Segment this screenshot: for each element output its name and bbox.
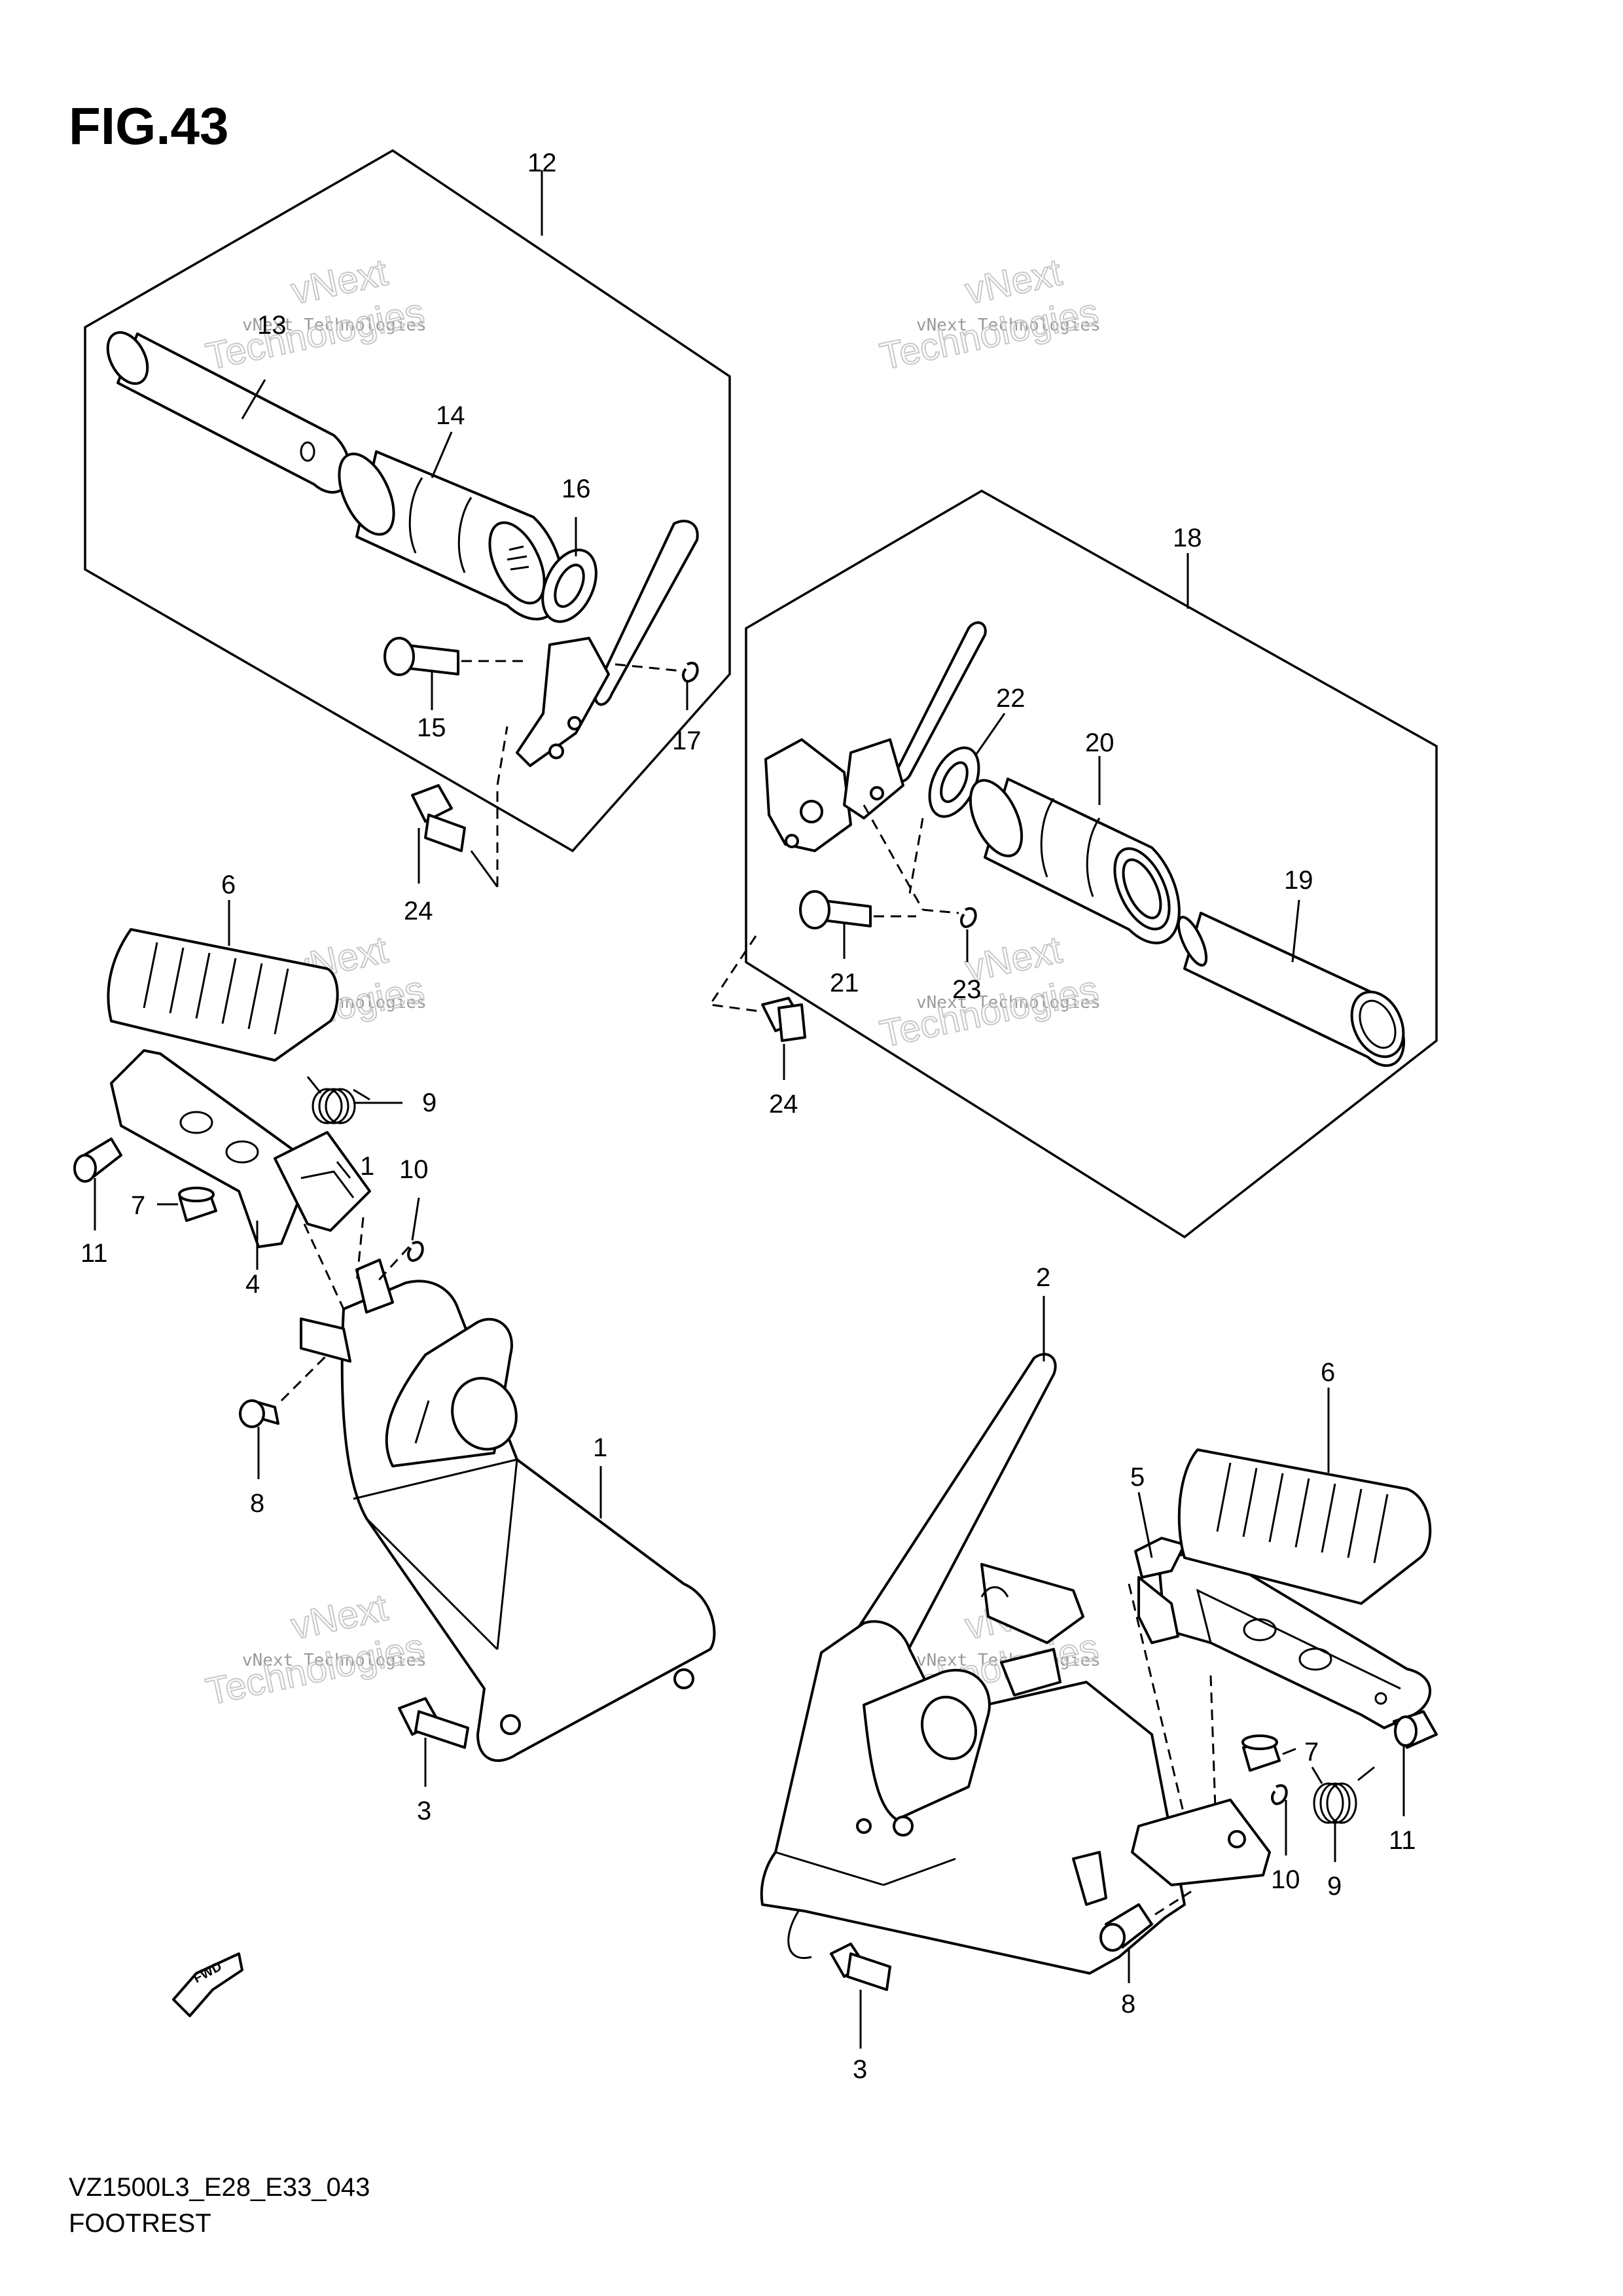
callout-2: 2 bbox=[1036, 1263, 1050, 1292]
callout-7b: 7 bbox=[1304, 1738, 1319, 1767]
part-footrest-bracket-upper bbox=[516, 520, 699, 767]
part-10-clip-left bbox=[407, 1241, 424, 1262]
part-8-pin-right bbox=[1099, 1890, 1192, 1952]
part-9-spring-right bbox=[1311, 1766, 1375, 1824]
part-24-bolt-upper bbox=[411, 726, 508, 888]
callout-leaders bbox=[94, 170, 1405, 2049]
part-11-plug-left bbox=[73, 1138, 122, 1183]
callout-labels: 12 13 14 16 15 17 24 18 22 20 19 21 23 2… bbox=[80, 149, 1416, 2084]
part-21-pin bbox=[799, 890, 916, 929]
svg-text:vNext Technologies: vNext Technologies bbox=[916, 315, 1101, 335]
callout-18: 18 bbox=[1173, 524, 1202, 552]
part-7-nut-left bbox=[178, 1187, 217, 1222]
part-4-peg-frame bbox=[110, 1049, 371, 1248]
callout-5: 5 bbox=[1130, 1463, 1145, 1492]
part-14-rubber bbox=[338, 450, 564, 620]
callout-16: 16 bbox=[562, 475, 591, 503]
part-8-pin-left bbox=[239, 1354, 329, 1428]
callout-13: 13 bbox=[257, 311, 287, 340]
part-20-rubber bbox=[969, 778, 1181, 944]
callout-8a: 8 bbox=[250, 1489, 264, 1518]
callout-6a: 6 bbox=[221, 870, 236, 899]
part-6-peg-rubber-left bbox=[107, 928, 339, 1062]
part-23-clip bbox=[922, 907, 977, 928]
part-24-bolt-box18 bbox=[708, 935, 806, 1042]
part-15-pin bbox=[383, 637, 524, 676]
callout-10b: 10 bbox=[1271, 1865, 1300, 1894]
callout-24a: 24 bbox=[404, 897, 433, 925]
part-footrest-bracket-18 bbox=[764, 621, 987, 910]
callout-7a: 7 bbox=[131, 1191, 145, 1220]
callout-24b: 24 bbox=[769, 1090, 798, 1119]
part-2-bracket-right bbox=[760, 1353, 1186, 1975]
watermark-5: vNext Technologies vNext Technologies bbox=[202, 1585, 429, 1713]
watermark-1: vNext Technologies vNext Technologies bbox=[202, 250, 429, 378]
assembly-line-left-2 bbox=[355, 1217, 365, 1283]
callout-4: 4 bbox=[245, 1270, 260, 1299]
part-6-peg-rubber-right bbox=[1177, 1448, 1432, 1605]
callout-14: 14 bbox=[436, 401, 465, 430]
callout-8b: 8 bbox=[1121, 1990, 1135, 2018]
watermark-4: vNext Technologies vNext Technologies bbox=[876, 927, 1103, 1056]
assembly-line-left-3 bbox=[375, 1246, 410, 1284]
part-19-shaft bbox=[1177, 912, 1406, 1067]
part-right-mount-plate bbox=[1131, 1799, 1271, 1886]
callout-12: 12 bbox=[527, 149, 557, 177]
callout-1a: 1 bbox=[360, 1152, 374, 1181]
callout-21: 21 bbox=[830, 969, 859, 997]
callout-3b: 3 bbox=[853, 2055, 867, 2084]
callout-23: 23 bbox=[952, 975, 982, 1004]
part-9-spring-left bbox=[306, 1076, 370, 1124]
callout-11a: 11 bbox=[80, 1239, 108, 1268]
assembly-box-12 bbox=[84, 149, 731, 853]
svg-text:vNext Technologies: vNext Technologies bbox=[916, 993, 1101, 1013]
svg-text:vNext Technologies: vNext Technologies bbox=[242, 315, 427, 335]
part-11-plug-right bbox=[1393, 1710, 1438, 1749]
callout-11b: 11 bbox=[1389, 1826, 1416, 1855]
figure-title: FIG.43 bbox=[69, 97, 229, 155]
callout-3a: 3 bbox=[417, 1797, 431, 1825]
part-1-bracket-left bbox=[300, 1259, 716, 1762]
part-3-bolt-left bbox=[398, 1697, 469, 1749]
callout-17: 17 bbox=[672, 726, 702, 755]
part-10-clip-right bbox=[1271, 1784, 1288, 1805]
part-22-washer bbox=[928, 746, 980, 818]
callout-19: 19 bbox=[1284, 866, 1313, 895]
svg-text:vNext Technologies: vNext Technologies bbox=[242, 1651, 427, 1670]
part-3-bolt-right bbox=[830, 1943, 891, 1991]
callout-1b: 1 bbox=[593, 1433, 607, 1462]
part-17-clip bbox=[615, 662, 699, 683]
callout-22: 22 bbox=[996, 684, 1026, 713]
callout-10a: 10 bbox=[399, 1155, 429, 1184]
part-16-washer bbox=[541, 548, 597, 623]
callout-9a: 9 bbox=[422, 1088, 437, 1117]
callout-6b: 6 bbox=[1321, 1358, 1335, 1387]
assembly-box-18 bbox=[745, 489, 1438, 1239]
assembly-line-left-1 bbox=[303, 1223, 345, 1310]
part-7-nut-right bbox=[1241, 1734, 1281, 1772]
fwd-direction-marker: FWD bbox=[172, 1952, 243, 2017]
callout-20: 20 bbox=[1085, 728, 1115, 757]
callout-15: 15 bbox=[417, 713, 446, 742]
part-5-peg-frame-right bbox=[1134, 1537, 1431, 1729]
arrow-icon bbox=[172, 1952, 243, 2017]
watermark-2: vNext Technologies vNext Technologies bbox=[876, 250, 1103, 378]
footer-name: FOOTREST bbox=[69, 2209, 211, 2238]
callout-9b: 9 bbox=[1327, 1872, 1342, 1901]
footer-code: VZ1500L3_E28_E33_043 bbox=[69, 2173, 370, 2202]
